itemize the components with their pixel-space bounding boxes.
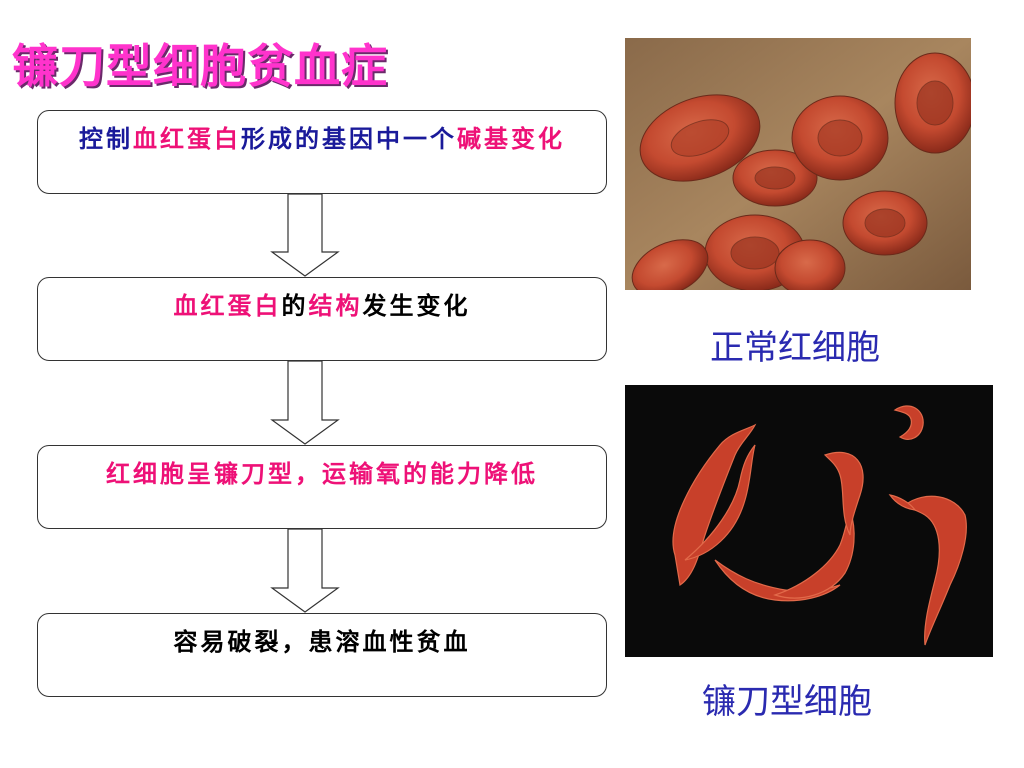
sickle-cells-photo: [625, 385, 993, 657]
step3-part1: 红细胞呈: [106, 459, 214, 488]
step2-part4: 发生变化: [362, 291, 471, 320]
step2-part3: 结构: [308, 291, 363, 320]
down-arrow-icon: [270, 529, 340, 613]
normal-red-blood-cells-photo: [625, 38, 971, 290]
step-box-3: 红细胞呈镰刀型，运输氧的能力降低: [37, 445, 607, 529]
down-arrow-icon: [270, 361, 340, 445]
step-box-1: 控制血红蛋白形成的基因中一个碱基变化: [37, 110, 607, 194]
step-box-2: 血红蛋白的结构发生变化: [37, 277, 607, 361]
step3-part3: ，运输氧的能力降低: [295, 459, 538, 488]
normal-cell-caption: 正常红细胞: [710, 328, 880, 368]
step2-part1: 血红蛋白: [173, 291, 282, 320]
step2-part2: 的: [281, 291, 309, 320]
step4-part1: 容易破裂，患溶血性贫血: [173, 627, 471, 656]
sickle-cell-caption: 镰刀型细胞: [702, 682, 872, 722]
step1-part1: 控制: [79, 124, 133, 153]
step1-part2: 血红蛋白: [133, 124, 241, 153]
step1-part4: 碱基变化: [457, 124, 565, 153]
step-box-4: 容易破裂，患溶血性贫血: [37, 613, 607, 697]
step3-part2: 镰刀型: [214, 459, 295, 488]
down-arrow-icon: [270, 194, 340, 277]
step1-part3: 形成的基因中一个: [241, 124, 457, 153]
slide-title: 镰刀型细胞贫血症: [12, 39, 388, 93]
